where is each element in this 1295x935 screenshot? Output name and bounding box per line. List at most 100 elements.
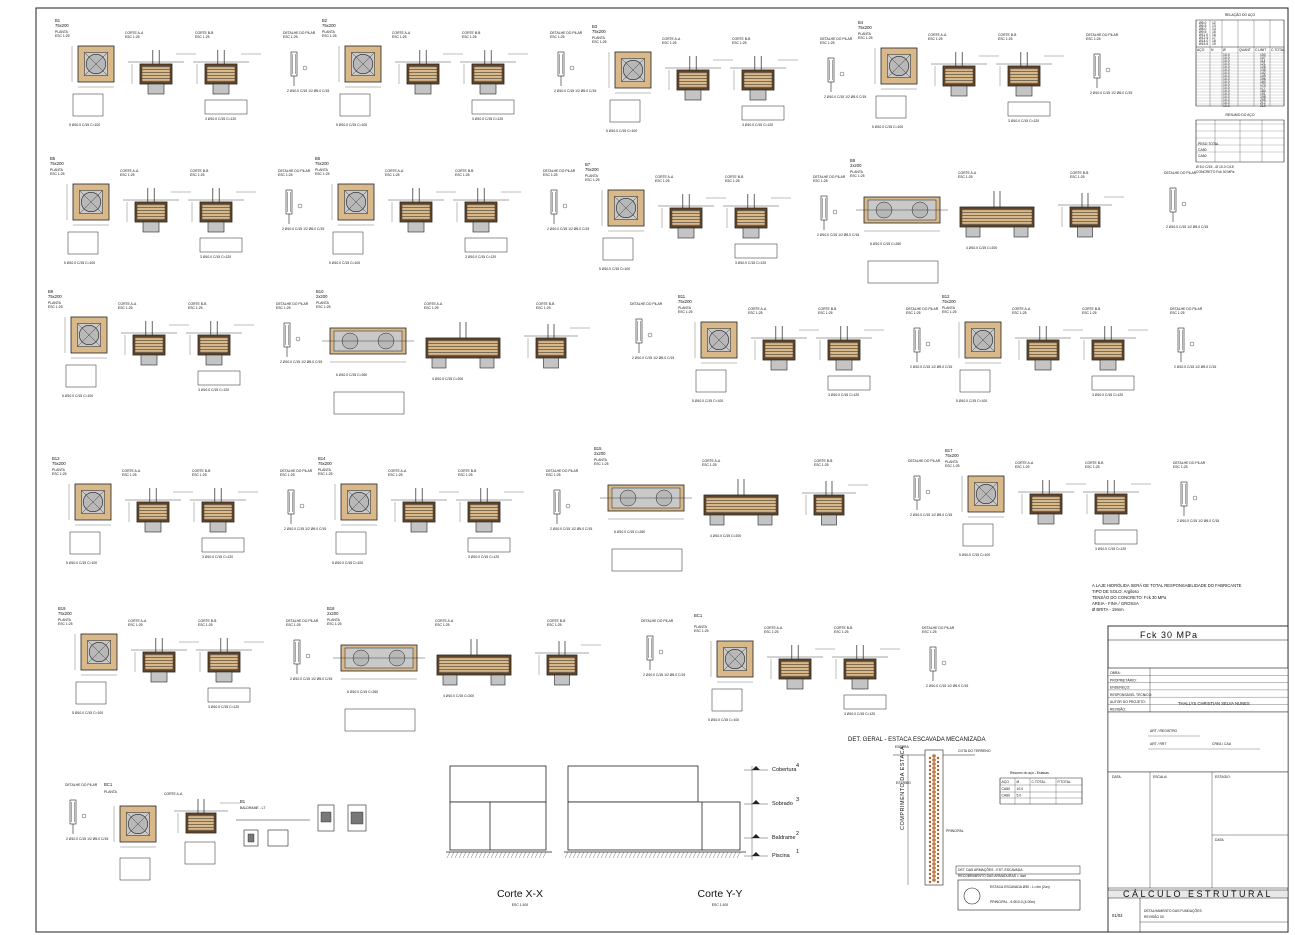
pile-head <box>212 83 230 95</box>
footing-label: B11 <box>678 294 686 299</box>
steel-cell: Ø5.0 <box>1199 21 1206 25</box>
rebar-callout: 3 Ø10.0 C/15 C=120 <box>844 712 875 716</box>
svg-text:CA60: CA60 <box>1002 794 1011 798</box>
corte-bb-view <box>1083 480 1151 525</box>
det-armacoes-label: DET. DAS ARMAÇÕES - EST. ESCAVADA <box>958 867 1023 872</box>
detalhe-pilar-label: DETALHE DO PILAR <box>65 783 98 787</box>
steel-cell: 10.0 <box>1223 65 1230 69</box>
steel-summary-title: RESUMO DO AÇO <box>1225 113 1254 117</box>
steel-cell: 163 <box>1260 80 1266 84</box>
pile-head <box>851 678 869 690</box>
steel-cell: 10.0 <box>1223 92 1230 96</box>
scale-label: ESC 1:25 <box>536 306 551 310</box>
rebar-callout: 3 Ø10.0 C/15 C=120 <box>202 555 233 559</box>
detalhe-pilar-label: DETALHE DO PILAR <box>820 37 853 41</box>
rebar-schedule-box <box>197 370 241 386</box>
corte-bb-view <box>460 50 528 95</box>
pile-head <box>543 357 559 369</box>
corte-bb-label: CORTE B-B <box>732 37 751 41</box>
corte-bb-view <box>1080 326 1148 371</box>
corte-bb-label: CORTE B-B <box>458 469 477 473</box>
title-block: Fck 30 MPaOBRA:PROPRIETÁRIO:ENDEREÇO:RES… <box>1107 625 1289 933</box>
detalhe-pilar-label: DETALHE DO PILAR <box>1170 307 1203 311</box>
pile-head <box>490 674 506 686</box>
rebar-callout: 5 Ø10.0 C/15 C=100 <box>872 125 903 129</box>
planta-label: PLANTA <box>592 36 606 40</box>
corte-bb-label: CORTE B-B <box>536 302 555 306</box>
steel-cell: 10.0 <box>1223 95 1230 99</box>
rebar-callout: 5 Ø10.0 C/15 C=100 <box>606 129 637 133</box>
rebar-callout: 5 Ø10.0 C/15 C=100 <box>599 267 630 271</box>
armacoes-note-box <box>955 865 1081 875</box>
svg-text:CA50: CA50 <box>1002 787 1011 791</box>
steel-cell: 15 <box>1212 30 1216 34</box>
corte-bb-view <box>535 641 601 686</box>
detalhe-pilar-label: DETALHE DO PILAR <box>813 175 846 179</box>
beam-section <box>267 829 289 847</box>
steel-cell: 13 <box>1212 24 1216 28</box>
scale-label: ESC 1:25 <box>388 473 403 477</box>
rebar-callout: 4 Ø10.0 C/15 C=200 <box>966 246 997 250</box>
level-name: Cobertura <box>772 767 797 773</box>
scale-label: ESC 1:25 <box>192 473 207 477</box>
pile-head <box>1034 359 1052 371</box>
corte-aa-view <box>665 56 733 101</box>
pillar-detail <box>283 322 291 348</box>
planta-label: PLANTA <box>945 460 959 464</box>
svg-text:Ø: Ø <box>1017 780 1020 784</box>
scale-label: ESC 1:25 <box>906 311 921 315</box>
planta-label: PLANTA <box>585 174 599 178</box>
svg-text:2 Ø10.0 C/15 1/2 Ø5.0 C/15: 2 Ø10.0 C/15 1/2 Ø5.0 C/15 <box>824 95 866 99</box>
planta-label: PLANTA <box>942 306 956 310</box>
steel-note: PESO TOTAL <box>1198 142 1219 146</box>
rebar-schedule-box <box>1091 375 1135 391</box>
rebar-schedule-box <box>741 105 785 121</box>
title-row-2: ENDEREÇO: <box>1110 686 1130 690</box>
footing-label: B17 <box>945 448 953 453</box>
pillar-detail <box>69 799 77 825</box>
general-note-4: Ø BRITA - 19mm <box>1092 607 1124 612</box>
planta-label: PLANTA <box>52 468 66 472</box>
corte-bb-label: CORTE B-B <box>814 459 833 463</box>
rebar-schedule-box <box>867 260 939 284</box>
steel-cell: 191 <box>1260 92 1266 96</box>
principal-label: PRINCIPAL <box>946 829 964 833</box>
scale-label: ESC 1:25 <box>998 37 1013 41</box>
detalhe-pilar-label: DETALHE DO PILAR <box>283 31 316 35</box>
pillar-detail <box>287 489 295 515</box>
pile-head <box>147 83 165 95</box>
pile-head <box>414 83 432 95</box>
rebar-callout: 6 Ø10.0 C/15 C=260 <box>870 242 901 246</box>
general-note-1: TIPO DE SOLO: Argiloso <box>1092 589 1139 594</box>
svg-text:2 Ø10.0 C/15 1/2 Ø5.0 C/15: 2 Ø10.0 C/15 1/2 Ø5.0 C/15 <box>926 684 968 688</box>
steel-cell: 10.0 <box>1223 83 1230 87</box>
pile-head <box>742 227 760 239</box>
footing-label: B5 <box>50 156 56 161</box>
planta-label: PLANTA <box>58 618 72 622</box>
rebar-callout: 3 Ø10.0 C/15 C=120 <box>828 393 859 397</box>
title-field-b: ART / RRT <box>1150 742 1166 746</box>
steel-table-grid <box>1195 19 1285 107</box>
steel-cell: 128 <box>1260 65 1266 69</box>
footing-dims: 75x200 <box>58 611 72 616</box>
rebar-callout: 5 Ø10.0 C/15 C=100 <box>959 553 990 557</box>
steel-cell: 212 <box>1260 101 1266 105</box>
scale-label: ESC 1:25 <box>546 473 561 477</box>
corte-aa-view <box>121 321 189 366</box>
footing-label: B4 <box>858 20 864 25</box>
footing-dims: 75x200 <box>945 453 959 458</box>
corte-aa-view <box>128 50 196 95</box>
steel-cell: Ø14.0 <box>1199 39 1208 43</box>
corte-aa-view <box>395 50 463 95</box>
svg-text:P.TOTAL: P.TOTAL <box>1058 780 1071 784</box>
scale-label: ESC 1:25 <box>122 473 137 477</box>
rebar-callout: 5 Ø10.0 C/15 C=100 <box>336 123 367 127</box>
pile-head <box>475 521 493 533</box>
steel-cell: 114 <box>1260 59 1266 63</box>
